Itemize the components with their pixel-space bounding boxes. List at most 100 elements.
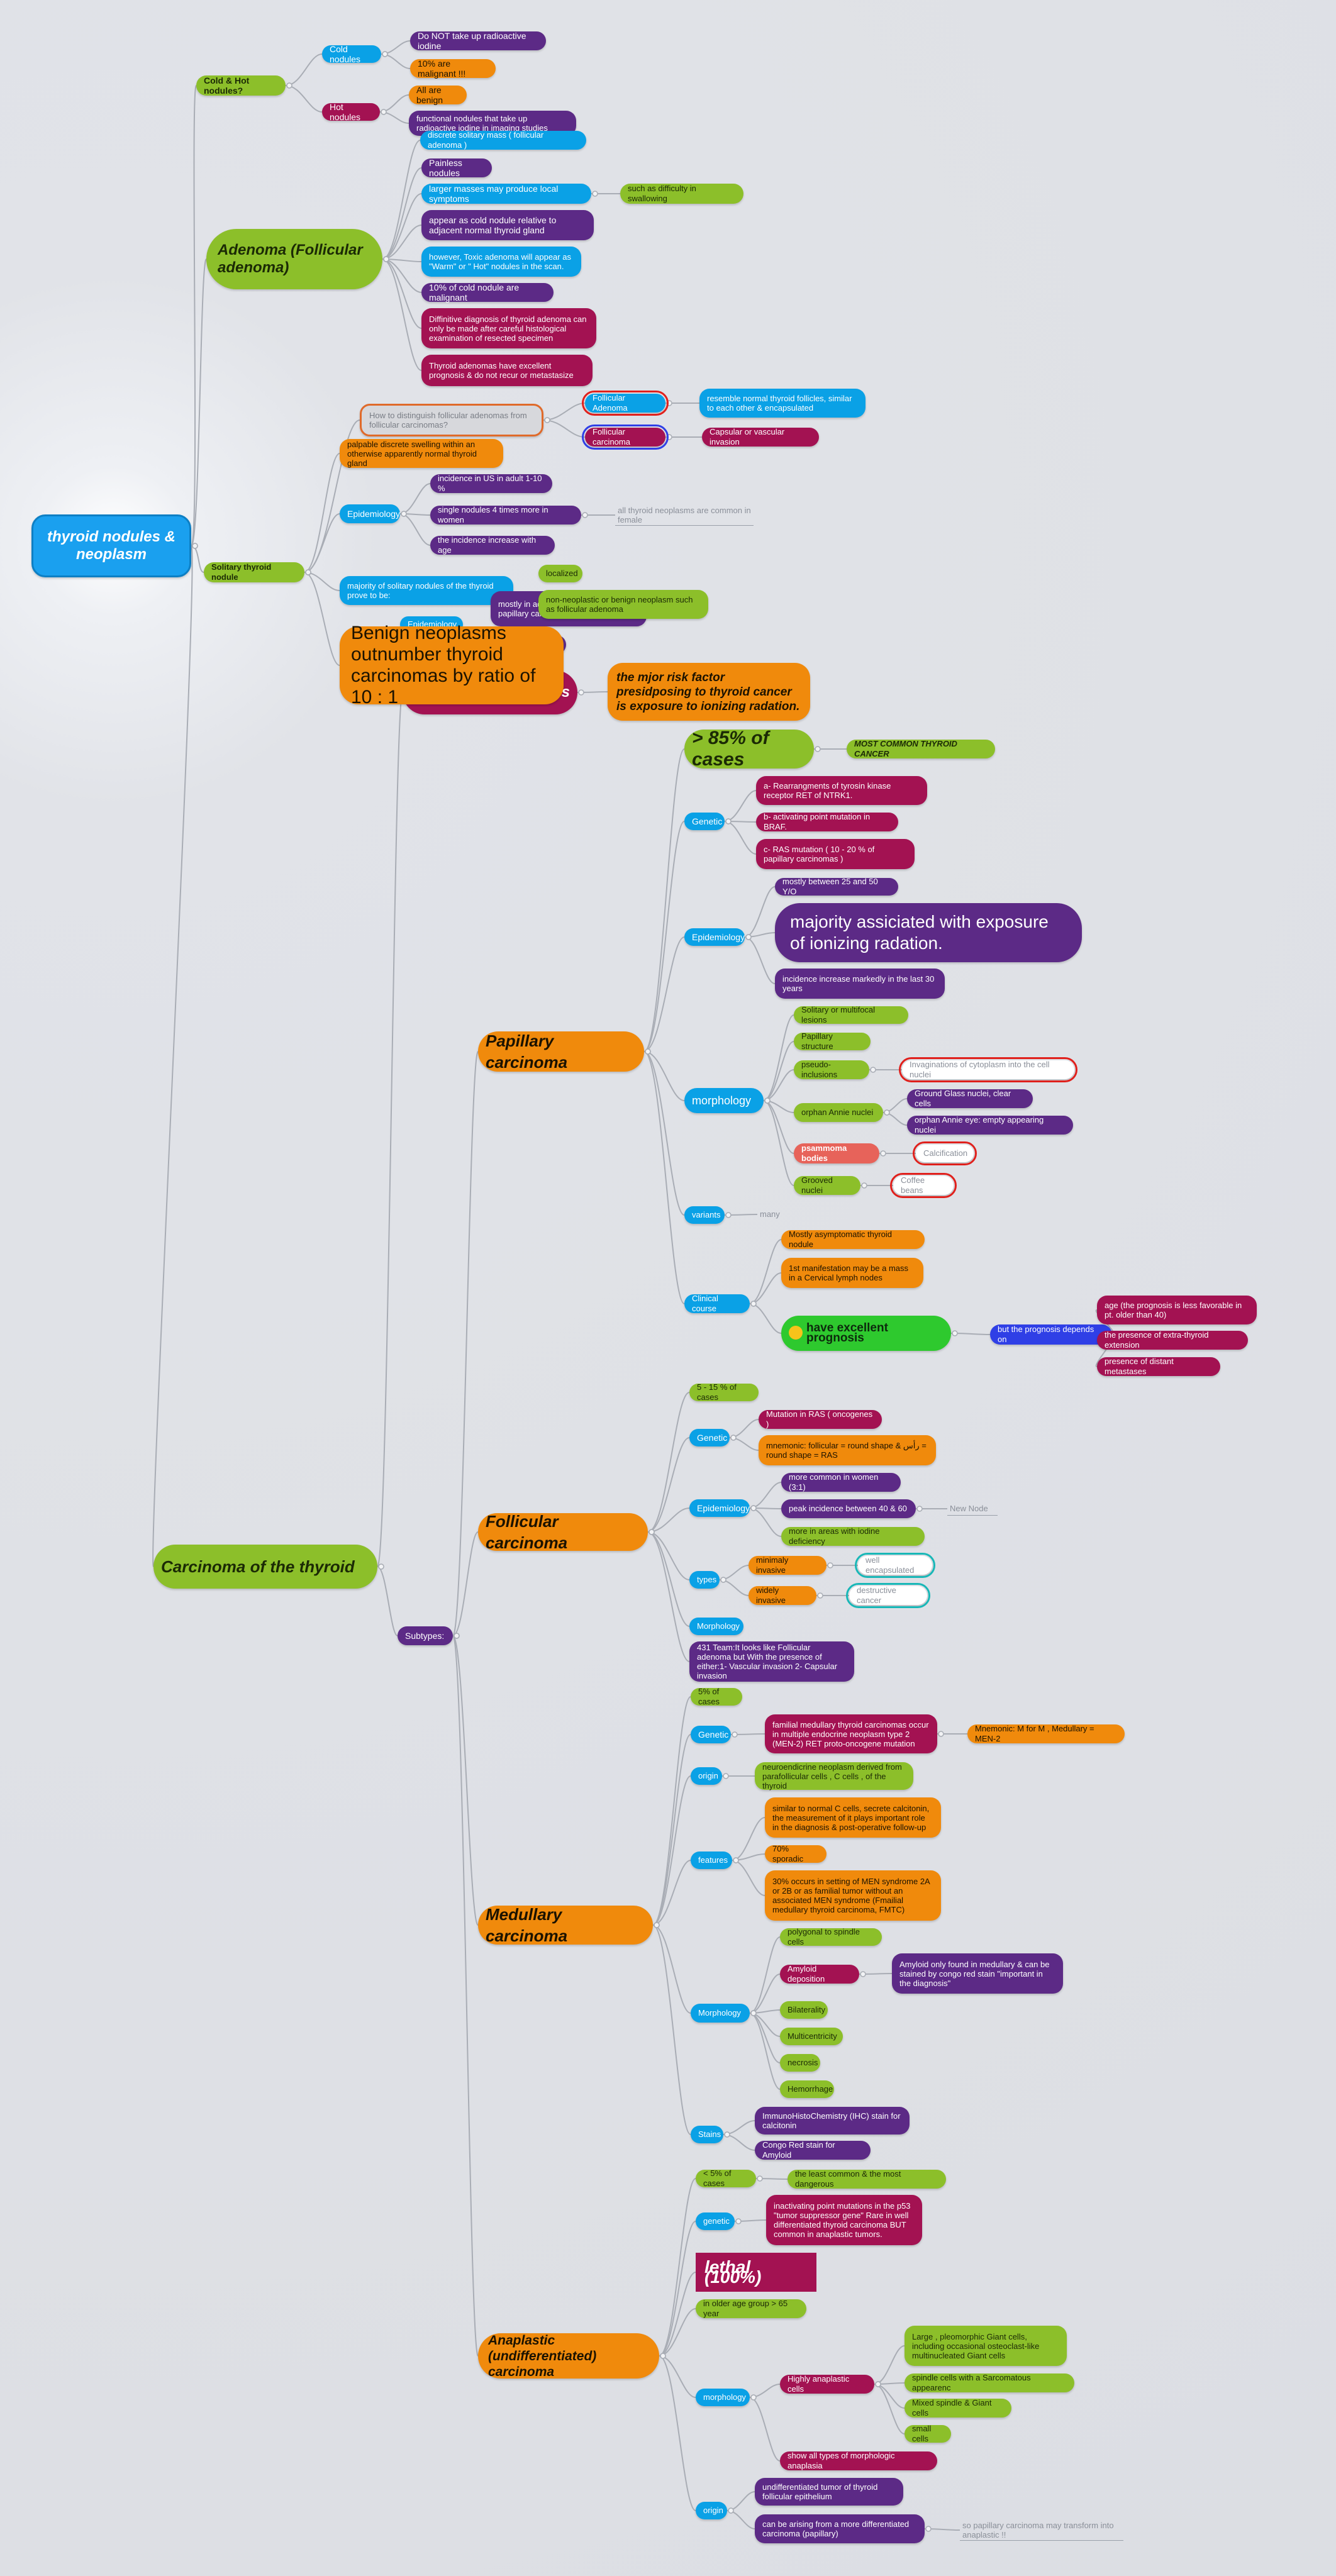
pap-genetic[interactable]: Genetic [684,813,725,830]
med-m1[interactable]: polygonal to spindle cells [780,1927,882,1946]
ana-age[interactable]: in older age group > 65 year [696,2299,806,2318]
med-m2a[interactable]: Amyloid only found in medullary & can be… [892,1953,1063,1994]
subtype-papillary[interactable]: Papillary carcinoma [478,1031,644,1072]
topic-carcinoma[interactable]: Carcinoma of the thyroid [153,1545,377,1589]
ana-m1a[interactable]: Large , pleomorphic Giant cells, includi… [905,2326,1067,2366]
solitary-item-1[interactable]: palpable discrete swelling within an oth… [340,439,503,468]
ana-origin[interactable]: origin [696,2502,727,2519]
solitary-item-2b[interactable]: non-neoplastic or benign neoplasm such a… [538,590,708,619]
adenoma-item-4[interactable]: appear as cold nodule relative to adjace… [421,210,594,240]
ana-m1d[interactable]: small cells [905,2424,951,2443]
pap-gen-1[interactable]: a- Rearrangments of tyrosin kinase recep… [756,776,927,805]
med-origin[interactable]: origin [691,1767,722,1785]
topic-hot-nodules[interactable]: Hot nodules [322,102,380,122]
med-f3[interactable]: 30% occurs in setting of MEN syndrome 2A… [765,1870,941,1921]
subtype-follicular[interactable]: Follicular carcinoma [478,1512,648,1552]
adenoma-item-3a[interactable]: such as difficulty in swallowing [620,184,743,204]
med-gen-1a[interactable]: Mnemonic: M for M , Medullary = MEN-2 [967,1724,1125,1743]
ana-morphology[interactable]: morphology [696,2389,750,2406]
fol-morph-1[interactable]: 431 Team:It looks like Follicular adenom… [689,1641,854,1682]
pap-m6a[interactable]: Coffee beans [890,1173,957,1198]
ana-m1c[interactable]: Mixed spindle & Giant cells [905,2398,1011,2418]
solitary-item-2[interactable]: majority of solitary nodules of the thyr… [340,576,513,605]
ana-lethal[interactable]: lethal (100%) [696,2253,816,2292]
pap-cc-1[interactable]: Mostly asymptomatic thyroid nodule [781,1230,925,1249]
item-cold-2[interactable]: 10% are malignant !!! [410,58,496,79]
pap-variants[interactable]: variants [684,1206,725,1224]
callout-benign-ratio[interactable]: Benign neoplasms outnumber thyroid carci… [340,623,564,708]
subtype-medullary[interactable]: Medullary carcinoma [478,1905,653,1945]
ana-1a[interactable]: the least common & the most dangerous [788,2169,946,2189]
pap-clinical-course[interactable]: Clinical course [684,1294,750,1313]
med-1[interactable]: 5% of cases [691,1687,742,1706]
pap-morphology[interactable]: morphology [684,1088,764,1113]
fol-epi-3[interactable]: more in areas with iodine deficiency [781,1526,925,1546]
ana-m1b[interactable]: spindle cells with a Sarcomatous appeare… [905,2373,1074,2392]
ana-genetic[interactable]: genetic [696,2212,735,2230]
pap-epi-2[interactable]: majority assiciated with exposure of ion… [775,903,1082,962]
pap-m6[interactable]: Grooved nuclei [794,1175,860,1195]
pap-epi-3[interactable]: incidence increase markedly in the last … [775,969,945,999]
pap-cc-2[interactable]: 1st manifestation may be a mass in a Cer… [781,1258,923,1288]
med-stains[interactable]: Stains [691,2126,723,2143]
pap-m5[interactable]: psammoma bodies [794,1143,879,1163]
risk-item-1[interactable]: the mjor risk factor presidposing to thy… [608,663,810,721]
fol-gen-2[interactable]: mnemonic: follicular = round shape & رأس… [759,1435,936,1465]
adenoma-item-7[interactable]: Diffinitive diagnosis of thyroid adenoma… [421,308,596,348]
fol-epi-1[interactable]: more common in women (3:1) [781,1472,901,1492]
pap-gen-2[interactable]: b- activating point mutation in BRAF. [756,812,898,831]
med-m3[interactable]: Bilaterality [780,2001,828,2019]
med-m2[interactable]: Amyloid deposition [780,1964,859,1984]
pap-m3a[interactable]: Invaginations of cytoplasm into the cell… [899,1057,1077,1082]
ana-m1[interactable]: Highly anaplastic cells [780,2374,874,2394]
fol-morphology[interactable]: Morphology [689,1618,743,1635]
pap-cc-3a3[interactable]: presence of distant metastases [1097,1357,1220,1376]
solitary-epi-3[interactable]: the incidence increase with age [430,535,555,555]
solitary-fa-desc[interactable]: resemble normal thyroid follicles, simil… [699,389,866,418]
solitary-epidemiology[interactable]: Epidemiology [340,504,400,523]
ana-1[interactable]: < 5% of cases [696,2168,756,2188]
solitary-item-2a[interactable]: localized [538,565,582,582]
adenoma-item-6[interactable]: 10% of cold nodule are malignant [421,282,554,303]
solitary-epi-1[interactable]: incidence in US in adult 1-10 % [430,474,552,493]
pap-cc-3a1[interactable]: age (the prognosis is less favorable in … [1097,1296,1257,1324]
ana-gen-1[interactable]: inactivating point mutations in the p53 … [766,2195,922,2245]
fol-t1[interactable]: minimaly invasive [749,1555,827,1575]
pap-m5a[interactable]: Calcification [913,1141,977,1165]
solitary-follicular-adenoma[interactable]: Follicular Adenoma [582,391,669,416]
med-s1[interactable]: ImmunoHistoChemistry (IHC) stain for cal… [755,2107,910,2135]
pap-cc-3[interactable]: have excellent prognosis [781,1316,951,1351]
fol-genetic[interactable]: Genetic [689,1429,730,1446]
med-s2[interactable]: Congo Red stain for Amyloid [755,2140,871,2160]
pap-m4a[interactable]: Ground Glass nuclei, clear cells [907,1089,1033,1108]
adenoma-item-8[interactable]: Thyroid adenomas have excellent prognosi… [421,355,593,386]
root-topic[interactable]: thyroid nodules & neoplasm [31,514,191,577]
subtype-anaplastic[interactable]: Anaplastic (undifferentiated) carcinoma [478,2333,659,2379]
item-hot-1[interactable]: All are benign [409,85,467,105]
topic-subtypes[interactable]: Subtypes: [398,1626,453,1645]
med-m5[interactable]: necrosis [780,2054,820,2072]
pap-cc-3a[interactable]: but the prognosis depends on [990,1324,1112,1345]
ana-o2[interactable]: can be arising from a more differentiate… [755,2514,925,2543]
med-morphology[interactable]: Morphology [691,2004,750,2023]
pap-most-common[interactable]: MOST COMMON THYROID CANCER [847,739,995,758]
med-features[interactable]: features [691,1852,732,1869]
pap-m1[interactable]: Solitary or multifocal lesions [794,1005,908,1024]
fol-t2a[interactable]: destructive cancer [846,1583,930,1608]
med-gen-1[interactable]: familial medullary thyroid carcinomas oc… [765,1714,937,1753]
solitary-epi-2[interactable]: single nodules 4 times more in women [430,505,581,525]
ana-o1[interactable]: undifferentiated tumor of thyroid follic… [755,2478,903,2506]
fol-t2[interactable]: widely invasive [749,1585,816,1605]
topic-cold-nodules[interactable]: Cold nodules [322,44,381,64]
topic-adenoma[interactable]: Adenoma (Follicular adenoma) [206,229,382,289]
med-f2[interactable]: 70% sporadic [765,1844,827,1863]
item-cold-1[interactable]: Do NOT take up radioactive iodine [410,31,546,51]
topic-solitary-nodule[interactable]: Solitary thyroid nodule [204,562,304,582]
solitary-follicular-carcinoma[interactable]: Follicular carcinoma [582,425,669,450]
med-origin-1[interactable]: neuroendicrine neoplasm derived from par… [755,1762,913,1790]
fol-epidemiology[interactable]: Epidemiology [689,1499,750,1517]
fol-epi-2[interactable]: peak incidence between 40 & 60 [781,1499,916,1518]
fol-gen-1[interactable]: Mutation in RAS ( oncogenes ) [759,1409,882,1429]
pap-m2[interactable]: Papillary structure [794,1031,871,1051]
pap-85-percent[interactable]: > 85% of cases [684,728,814,770]
